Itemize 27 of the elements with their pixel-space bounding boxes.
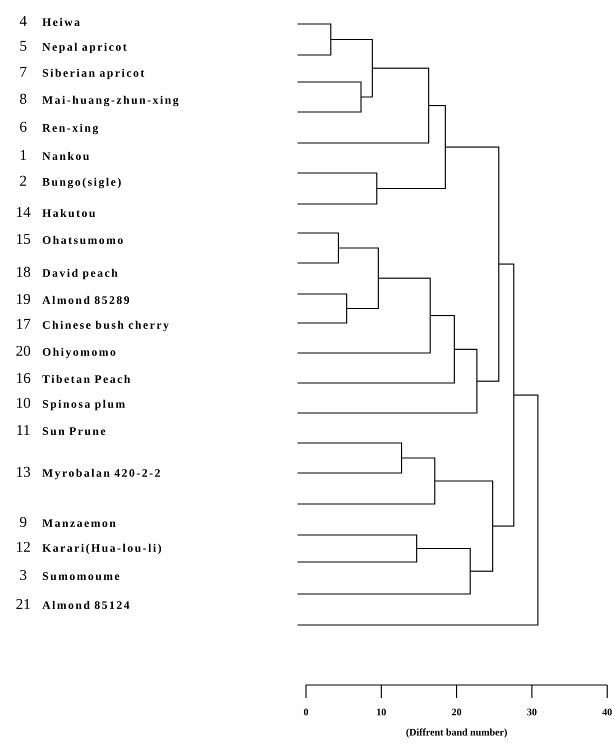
- leaf-label: 17 Chinese bush cherry: [17, 318, 169, 332]
- tick-label: 10: [377, 708, 386, 716]
- leaf-label: 16 Tibetan Peach: [17, 372, 130, 384]
- leaf-label: 19 Almond 85289: [17, 294, 130, 304]
- leaf-label: 5 Nepal apricot: [20, 40, 127, 54]
- tick-label: 30: [527, 708, 537, 716]
- leaf-label: 14 Hakutou: [17, 207, 95, 218]
- tick-label: 40: [602, 708, 612, 716]
- leaf-label: 3 Sumomoume: [20, 570, 120, 580]
- leaf-label: 18 David peach: [17, 266, 118, 280]
- leaf-label: 13 Myrobalan 420-2-2: [17, 466, 160, 480]
- leaf-label: 11 Sun Prune: [17, 425, 106, 436]
- leaf-label: 15 Ohatsumomo: [17, 234, 123, 244]
- leaf-label: 20 Ohiyomomo: [16, 346, 116, 358]
- leaf-label: 4 Heiwa: [20, 16, 80, 26]
- leaf-label: 10 Spinosa plum: [17, 398, 125, 410]
- leaf-label: 7 Siberian apricot: [20, 66, 144, 80]
- axis-title: (Diffrent band number): [406, 728, 507, 738]
- leaf-label: 9 Manzaemon: [20, 516, 116, 528]
- leaf-label: 12 Karari(Hua-lou-li): [17, 542, 162, 554]
- tick-label: 0: [304, 708, 308, 716]
- tick-label: 20: [452, 708, 462, 716]
- leaf-label: 21 Almond 85124: [16, 598, 130, 610]
- leaf-label: 2 Bungo(sigle): [20, 176, 121, 188]
- leaf-label: 1 Nankou: [20, 150, 89, 160]
- leaf-label: 6 Ren-xing: [20, 122, 98, 134]
- leaf-label: 8 Mai-huang-zhun-xing: [20, 94, 178, 106]
